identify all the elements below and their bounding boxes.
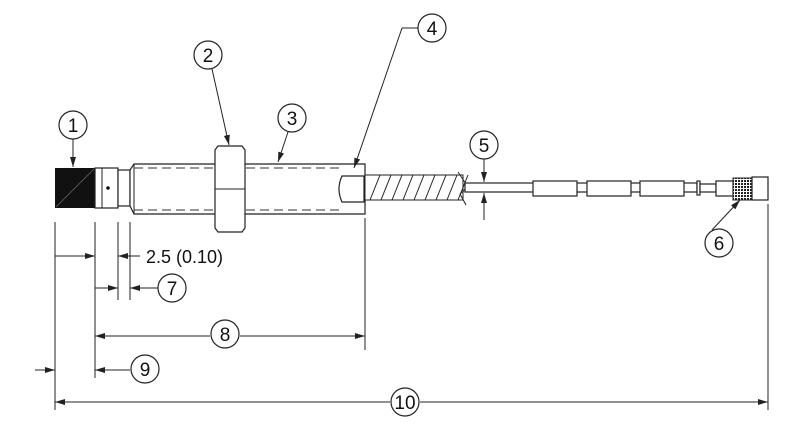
knurled-nut [732,177,753,201]
callout-label: 4 [427,19,438,40]
callout-label: 2 [203,46,214,67]
sleeve [532,180,578,197]
callout-9: 9 [130,354,160,384]
sleeve [639,180,685,197]
threaded-housing [129,163,366,215]
callout-1: 1 [58,110,88,140]
callout-label: 3 [287,109,298,130]
callout-label: 8 [220,325,231,346]
callout-7: 7 [157,273,187,303]
callout-5: 5 [469,130,499,160]
callout-label: 7 [167,279,178,300]
cable-and-connector [464,176,769,201]
callout-label: 10 [394,393,415,414]
callout-6: 6 [704,228,734,258]
armored-cable [364,171,469,206]
callout-8: 8 [210,319,240,349]
callout-10: 10 [390,387,420,417]
dimension-label: 2.5 (0.10) [146,247,223,267]
callout-3: 3 [277,103,307,133]
marker-dot [106,186,110,190]
callouts: 1 2 3 4 5 6 7 8 9 10 [58,13,734,417]
callout-4: 4 [417,13,447,43]
leaders [70,27,741,231]
callout-2: 2 [193,40,223,70]
end-fitting [338,175,365,203]
callout-label: 9 [140,360,151,381]
callout-label: 6 [714,234,725,255]
callout-label: 5 [479,136,490,157]
sensor-body [55,145,366,233]
sleeve [586,180,632,197]
extension-lines [54,204,769,410]
callout-label: 1 [68,116,79,137]
dimension-lines [35,253,768,405]
